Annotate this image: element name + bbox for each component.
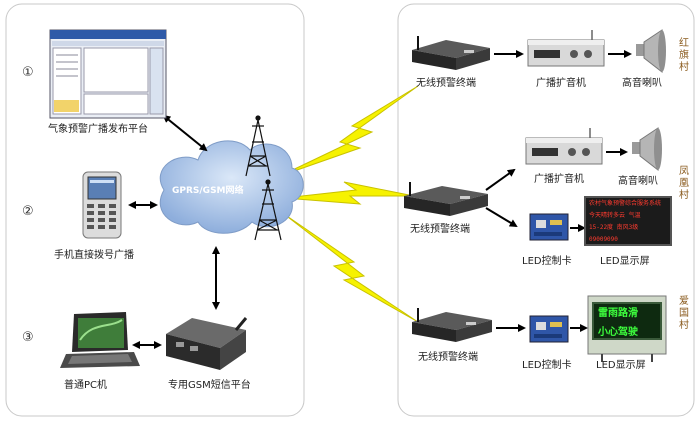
amplifier-icon — [527, 30, 605, 67]
laptop-icon — [60, 312, 140, 368]
led-screen-line: 今天晴转多云 气温 — [589, 212, 641, 219]
signal-tower-icon — [245, 115, 271, 177]
gsm-platform-label: 专用GSM短信平台 — [168, 380, 251, 391]
item-number: ① — [22, 65, 34, 80]
amplifier-label: 广播扩音机 — [534, 174, 584, 185]
speaker-label: 高音喇叭 — [618, 176, 658, 187]
led-screen-green: 雷雨路滑 小心驾驶 — [592, 302, 662, 340]
amplifier-label: 广播扩音机 — [536, 78, 586, 89]
mobile-phone-icon — [82, 171, 122, 239]
led-screen-red: 农村气象预警综合服务系统 今天晴转多云 气温 15-22度 南风3级 09009… — [584, 196, 672, 246]
led-card-label: LED控制卡 — [522, 256, 572, 267]
led-screen-line: 农村气象预警综合服务系统 — [589, 200, 662, 207]
led-control-card-icon — [529, 315, 569, 343]
item-number: ② — [22, 204, 34, 219]
arrow-platform-to-network — [162, 114, 208, 152]
terminal-label: 无线预警终端 — [418, 352, 478, 363]
led-control-card-icon — [529, 213, 569, 241]
gsm-device-icon — [166, 317, 248, 370]
arrow-terminal-to-amplifier — [485, 168, 516, 191]
led-screen-line: 09009090 — [589, 236, 618, 243]
led-screen-line: 15-22度 南风3级 — [589, 224, 639, 231]
village-label: 爱国村 — [679, 296, 689, 331]
led-screen-label: LED显示屏 — [600, 256, 650, 267]
phone-label: 手机直接拨号广播 — [54, 250, 134, 261]
led-screen-line: 雷雨路滑 — [598, 308, 638, 319]
led-screen-line: 小心驾驶 — [598, 327, 638, 338]
terminal-icon — [404, 182, 488, 216]
speaker-horn-icon — [636, 29, 666, 74]
led-screen-label: LED显示屏 — [596, 360, 646, 371]
village-label: 红旗村 — [679, 38, 689, 73]
cloud-label: GPRS/GSM网络 — [172, 186, 244, 196]
signal-tower-icon — [254, 179, 282, 241]
terminal-label: 无线预警终端 — [410, 224, 470, 235]
terminal-label: 无线预警终端 — [416, 78, 476, 89]
terminal-icon — [412, 36, 490, 70]
village-label: 凤凰村 — [679, 166, 689, 201]
led-card-label: LED控制卡 — [522, 360, 572, 371]
terminal-icon — [412, 308, 492, 342]
item-number: ③ — [22, 330, 34, 345]
pc-label: 普通PC机 — [64, 380, 108, 391]
lightning-bolt-icon — [279, 85, 419, 177]
arrow-terminal-to-led-card — [485, 207, 518, 228]
speaker-horn-icon — [632, 127, 662, 172]
software-window-icon — [49, 29, 167, 119]
platform-label: 气象预警广播发布平台 — [48, 124, 148, 135]
speaker-label: 高音喇叭 — [622, 78, 662, 89]
amplifier-icon — [525, 128, 603, 165]
